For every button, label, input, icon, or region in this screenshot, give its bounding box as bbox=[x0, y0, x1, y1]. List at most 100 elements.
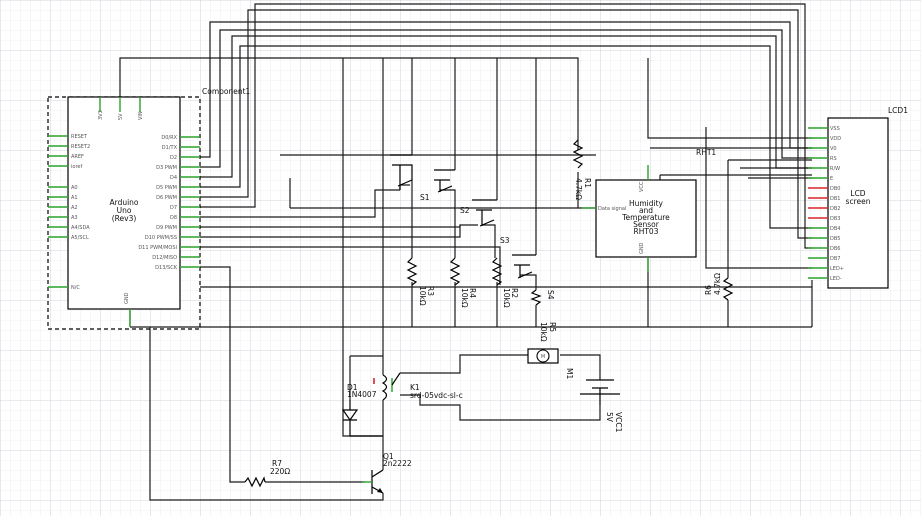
resistor-r2-zigzag bbox=[491, 257, 503, 286]
arduino-name-line1: Arduino bbox=[109, 198, 138, 207]
resistor-r3[interactable]: R3 10kΩ bbox=[406, 257, 435, 306]
lcd-pin-label: VDD bbox=[830, 136, 841, 142]
arduino-left-pin-label: A0 bbox=[71, 185, 78, 191]
sensor-body bbox=[595, 179, 697, 258]
arduino-right-pin-label: D6 PWM bbox=[156, 195, 177, 201]
motor-m1-ref: M1 bbox=[565, 368, 574, 379]
resistor-r7[interactable]: R7 220Ω bbox=[244, 459, 290, 488]
arduino-left-pin-label: ioref bbox=[71, 164, 82, 170]
arduino-right-pin-label: D0/RX bbox=[161, 135, 177, 141]
switch-s2-label: S2 bbox=[460, 206, 470, 215]
lcd-pins: VSSVDDV0RSR/WEDB0DB1DB2DB3DB4DB5DB6DB7LE… bbox=[808, 126, 844, 282]
arduino-top-pins: 3V3 5V VIN bbox=[98, 97, 144, 120]
arduino-left-pin-label: A4/SDA bbox=[71, 225, 90, 231]
lcd-pin-label: LED- bbox=[830, 276, 842, 282]
switch-s3[interactable]: S3 bbox=[472, 199, 510, 245]
resistor-r6-zigzag bbox=[722, 277, 734, 301]
lcd-pin-label: DB1 bbox=[830, 196, 840, 202]
arduino-group-frame bbox=[47, 96, 201, 330]
switch-s1-label: S1 bbox=[420, 193, 430, 202]
arduino-top-pin-label: 3V3 bbox=[98, 110, 104, 120]
arduino-uno[interactable]: Component1 Arduino Uno (Rev3) RESETRESET… bbox=[47, 87, 251, 330]
transistor-q1-value: 2n2222 bbox=[383, 459, 412, 468]
relay-k1[interactable]: K1 srd-05vdc-sl-c bbox=[373, 372, 463, 401]
arduino-group-label: Component1 bbox=[202, 87, 251, 96]
lcd-ref: LCD1 bbox=[888, 106, 908, 115]
resistor-r3-value: 10kΩ bbox=[418, 286, 427, 306]
arduino-right-pin-label: D5 PWM bbox=[156, 185, 177, 191]
transistor-q1[interactable]: Q1 2n2222 bbox=[362, 452, 412, 494]
lcd-pin-label: DB3 bbox=[830, 216, 840, 222]
lcd-screen[interactable]: LCD1 LCD screen VSSVDDV0RSR/WEDB0DB1DB2D… bbox=[808, 106, 908, 289]
resistor-r7-zigzag bbox=[244, 476, 266, 488]
lcd-line2: screen bbox=[846, 197, 871, 206]
motor-m1[interactable]: M M1 bbox=[527, 348, 574, 379]
arduino-left-pin-label: RESET bbox=[71, 134, 88, 140]
arduino-body bbox=[67, 96, 181, 310]
lcd-pin-label: E bbox=[830, 176, 833, 182]
battery-vcc1[interactable]: VCC1 5V bbox=[580, 379, 623, 433]
switch-s4-lever bbox=[517, 271, 533, 279]
switch-s2-lever bbox=[437, 185, 453, 193]
resistor-r1-zigzag bbox=[572, 139, 584, 169]
resistor-r4[interactable]: R4 10kΩ bbox=[449, 257, 477, 308]
sensor-line5: RHT03 bbox=[634, 227, 659, 236]
lcd-pin-label: LED+ bbox=[830, 266, 844, 272]
resistor-r1[interactable]: R1 4.7kΩ bbox=[572, 139, 592, 200]
diode-d1-ref: D1 bbox=[347, 383, 358, 392]
resistor-r7-ref: R7 bbox=[272, 459, 282, 468]
resistor-r5-ref: R5 bbox=[548, 322, 557, 332]
resistor-r1-ref: R1 bbox=[583, 178, 592, 188]
sensor-pin-vcc-label: VCC bbox=[639, 181, 645, 192]
arduino-gnd-label: GND bbox=[124, 292, 130, 304]
arduino-right-pin-label: D11 PWM/MOSI bbox=[138, 245, 177, 251]
lcd-pin-label: DB6 bbox=[830, 246, 840, 252]
switch-s2[interactable]: S2 bbox=[434, 169, 470, 215]
diode-d1[interactable]: D1 1N4007 bbox=[341, 383, 383, 437]
resistor-r3-ref: R3 bbox=[426, 286, 435, 296]
wires bbox=[119, 3, 813, 501]
diode-d1-value: 1N4007 bbox=[347, 390, 377, 399]
resistor-r5-zigzag bbox=[530, 289, 542, 306]
switch-s3-symbol bbox=[472, 199, 497, 226]
sensor-line1: Humidity bbox=[629, 199, 664, 208]
arduino-left-pin-label: A2 bbox=[71, 205, 78, 211]
arduino-top-pin-label: VIN bbox=[138, 111, 144, 120]
sensor-line4: Sensor bbox=[633, 220, 660, 229]
lcd-pin-label: VSS bbox=[830, 126, 840, 132]
arduino-right-pin-label: D4 bbox=[170, 175, 177, 181]
arduino-right-pin-label: D10 PWM/SS bbox=[145, 235, 177, 241]
resistor-r5[interactable]: R5 10kΩ bbox=[530, 289, 557, 342]
relay-k1-switch bbox=[391, 372, 401, 386]
resistor-r4-zigzag bbox=[449, 257, 461, 286]
lcd-pin-label: DB5 bbox=[830, 236, 840, 242]
resistor-r6[interactable]: R6 4.7kΩ bbox=[704, 273, 734, 301]
switch-s4-symbol bbox=[512, 254, 536, 278]
arduino-left-pin-label: A3 bbox=[71, 215, 78, 221]
switch-s3-lever bbox=[479, 219, 495, 227]
resistor-r3-zigzag bbox=[406, 257, 418, 286]
transistor-q1-ref: Q1 bbox=[383, 452, 394, 461]
resistor-r2-ref: R2 bbox=[510, 288, 519, 298]
arduino-right-pin-label: D3 PWM bbox=[156, 165, 177, 171]
switch-s1-lever bbox=[397, 179, 413, 187]
switch-s4[interactable]: S4 bbox=[512, 254, 555, 300]
lcd-pin-label: DB0 bbox=[830, 186, 840, 192]
arduino-top-pin-label: 5V bbox=[118, 113, 124, 120]
sensor-pin-data-label: Data signal bbox=[598, 206, 626, 212]
resistor-r2[interactable]: R2 10kΩ bbox=[491, 257, 519, 308]
resistor-r6-ref: R6 bbox=[704, 285, 713, 295]
transistor-q1-collector bbox=[371, 469, 384, 478]
motor-m1-symbol: M bbox=[541, 354, 545, 360]
switch-s4-label: S4 bbox=[546, 290, 555, 300]
arduino-right-pin-label: D2 bbox=[170, 155, 177, 161]
lcd-body bbox=[827, 117, 889, 289]
humidity-sensor[interactable]: RHT1 Humidity and Temperature Sensor RHT… bbox=[582, 148, 716, 272]
arduino-left-pins: RESETRESET2AREFiorefA0A1A2A3A4/SDAA5/SCL… bbox=[48, 134, 90, 291]
resistor-r1-value: 4.7kΩ bbox=[574, 178, 583, 200]
motor-m1-circle bbox=[536, 349, 550, 363]
resistor-r6-value: 4.7kΩ bbox=[713, 273, 722, 295]
switch-s2-symbol bbox=[434, 169, 455, 192]
switch-s1[interactable]: S1 bbox=[390, 154, 430, 202]
